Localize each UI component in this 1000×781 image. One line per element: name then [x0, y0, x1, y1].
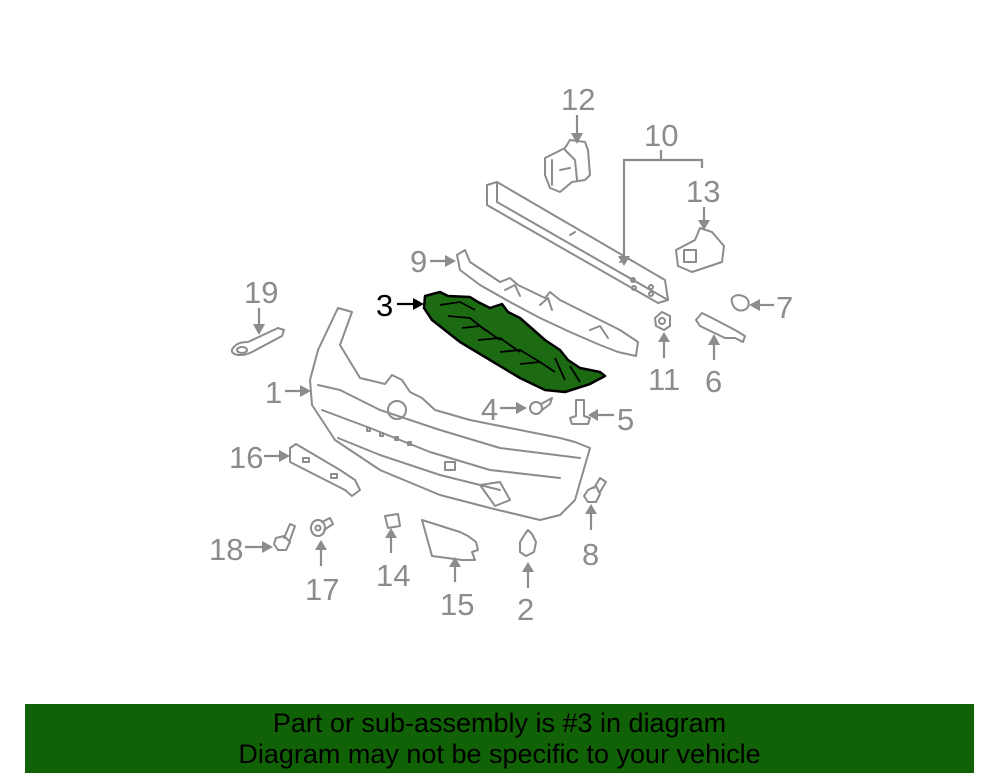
part-4-bolt	[529, 397, 553, 415]
label-3: 3	[376, 288, 393, 323]
label-7: 7	[776, 290, 793, 325]
label-8: 8	[582, 537, 599, 572]
banner-line-disclaimer: Diagram may not be specific to your vehi…	[238, 738, 761, 769]
label-6: 6	[705, 364, 722, 399]
part-3-highlighted-cover	[422, 290, 607, 394]
label-15: 15	[440, 587, 474, 622]
part-12-bracket	[544, 139, 591, 193]
label-1: 1	[265, 375, 282, 410]
part-17-screw	[310, 517, 334, 537]
part-10-reinforcement	[486, 181, 669, 304]
label-18: 18	[209, 532, 243, 567]
label-12: 12	[561, 82, 595, 117]
part-16-bracket	[289, 443, 361, 497]
part-info-banner: Part or sub-assembly is #3 in diagram Di…	[25, 704, 974, 773]
parts-diagram: 12 10 13 9 3 19	[209, 82, 793, 627]
part-5-bolt	[569, 399, 591, 425]
part-15-cover	[421, 519, 479, 561]
part-7-clip	[730, 294, 750, 312]
part-18-bolt	[273, 523, 296, 551]
label-16: 16	[229, 440, 263, 475]
leader-10	[622, 158, 704, 258]
label-2: 2	[517, 592, 534, 627]
label-4: 4	[481, 392, 498, 427]
part-13-bracket	[675, 227, 725, 273]
part-1-bumper-cover	[309, 307, 591, 521]
label-9: 9	[410, 244, 427, 279]
label-17: 17	[305, 572, 339, 607]
part-14-plug	[384, 513, 401, 529]
label-10: 10	[644, 118, 678, 153]
part-19-tow-hook	[230, 327, 285, 356]
part-6-bracket	[695, 312, 746, 343]
label-19: 19	[244, 275, 278, 310]
part-8-bolt	[583, 477, 607, 503]
label-14: 14	[376, 558, 410, 593]
label-5: 5	[617, 402, 634, 437]
part-2-clip	[519, 529, 537, 557]
part-11-nut	[654, 311, 671, 331]
banner-line-part-number: Part or sub-assembly is #3 in diagram	[272, 707, 727, 738]
label-13: 13	[686, 174, 720, 209]
label-11: 11	[648, 362, 680, 397]
part-9-absorber	[456, 249, 639, 357]
